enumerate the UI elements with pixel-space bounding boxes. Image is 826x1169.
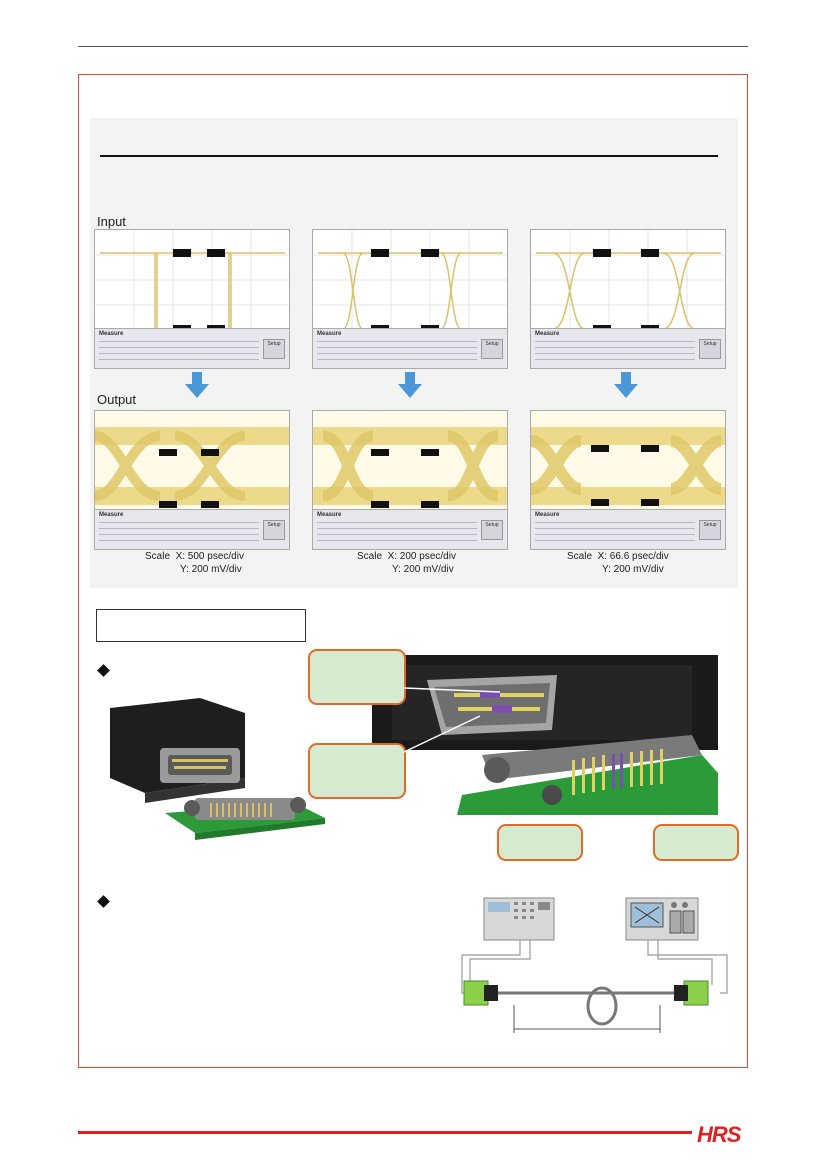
scope-graph [312, 410, 508, 510]
output-eye-1 [95, 411, 289, 509]
section-title-box [96, 609, 306, 642]
scope-graph [530, 410, 726, 510]
input-waveform-3 [531, 230, 725, 328]
output-scope-2: Measure Setup [312, 410, 508, 550]
output-scope-1: Measure Setup [94, 410, 290, 550]
setup-button: Setup [699, 520, 721, 540]
measure-panel: Measure Setup [530, 329, 726, 369]
setup-button: Setup [699, 339, 721, 359]
setup-button: Setup [481, 520, 503, 540]
down-arrow-icon [398, 372, 422, 398]
setup-button: Setup [481, 339, 503, 359]
footer-rule [78, 1131, 692, 1134]
measure-panel: Measure Setup [312, 510, 508, 550]
output-eye-2 [313, 411, 507, 509]
setup-button: Setup [263, 520, 285, 540]
down-arrow-icon [185, 372, 209, 398]
measure-header: Measure [535, 512, 560, 518]
scope-graph [94, 229, 290, 329]
header-rule [78, 46, 748, 47]
input-scope-3: Measure Setup [530, 229, 726, 369]
scope-graph [312, 229, 508, 329]
measure-header: Measure [535, 331, 560, 337]
input-scope-1: Measure Setup [94, 229, 290, 369]
input-row-label: Input [97, 214, 126, 229]
input-scope-2: Measure Setup [312, 229, 508, 369]
callout-box [497, 824, 583, 861]
panel-title-rule [100, 155, 718, 157]
scope-graph [94, 410, 290, 510]
measure-panel: Measure Setup [312, 329, 508, 369]
measure-header: Measure [99, 512, 124, 518]
measure-panel: Measure Setup [94, 510, 290, 550]
measure-header: Measure [99, 331, 124, 337]
measure-panel: Measure Setup [530, 510, 726, 550]
test-setup-diagram [461, 897, 728, 1033]
measure-header: Measure [317, 512, 342, 518]
setup-button: Setup [263, 339, 285, 359]
down-arrow-icon [614, 372, 638, 398]
callout-leader-lines [403, 687, 501, 753]
output-eye-3 [531, 411, 725, 509]
connector-photo [110, 698, 325, 840]
hrs-logo: HRS [697, 1122, 741, 1147]
output-scope-3: Measure Setup [530, 410, 726, 550]
content-frame [78, 74, 748, 1068]
output-row-label: Output [97, 392, 137, 407]
measure-header: Measure [317, 331, 342, 337]
scope-graph [530, 229, 726, 329]
callout-box [308, 649, 406, 705]
callout-box [653, 824, 739, 861]
input-waveform-1 [95, 230, 289, 328]
input-waveform-2 [313, 230, 507, 328]
callout-box [308, 743, 406, 799]
connector-closeup-photo [372, 655, 718, 815]
measure-panel: Measure Setup [94, 329, 290, 369]
